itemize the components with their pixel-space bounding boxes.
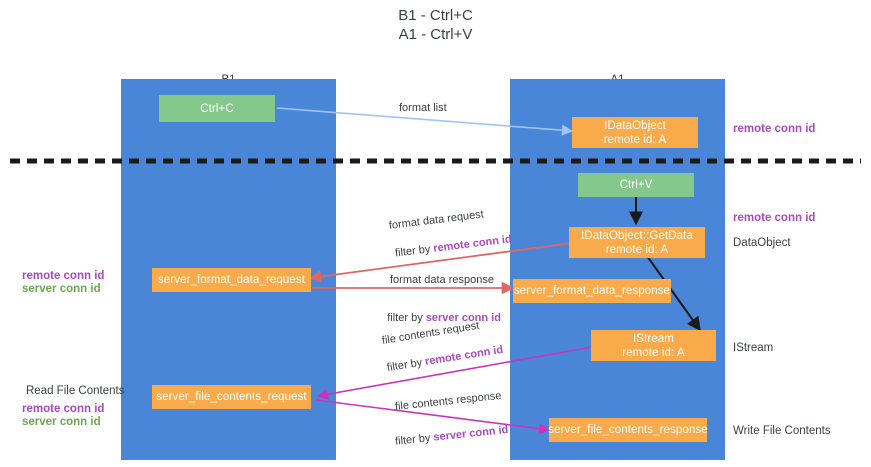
edge-label-format-data-response: format data response xyxy=(390,274,494,286)
filter-prefix: filter by xyxy=(386,356,427,375)
annotation-write-file-contents: Write File Contents xyxy=(733,425,831,437)
node-idataobject[interactable]: IDataObject remote id: A xyxy=(572,117,698,148)
filter-key-server-conn-id: server conn id xyxy=(432,423,509,444)
edge-label-format-data-response-filter: filter by server conn id xyxy=(375,297,501,339)
filter-key-remote-conn-id: remote conn id xyxy=(424,343,504,368)
node-ctrl-c[interactable]: Ctrl+C xyxy=(159,95,275,122)
filter-prefix: filter by xyxy=(394,242,435,260)
annotation-dataobject: DataObject xyxy=(733,237,791,249)
node-server-format-data-response[interactable]: server_format_data_response xyxy=(513,279,671,303)
node-ctrl-v[interactable]: Ctrl+V xyxy=(578,173,694,197)
annotation-remote-conn-id-mid: remote conn id xyxy=(733,212,816,224)
node-idataobject-getdata[interactable]: IDataObject::GetData remote id: A xyxy=(569,227,705,258)
node-server-format-data-request[interactable]: server_format_data_request xyxy=(152,268,311,292)
filter-prefix: filter by xyxy=(387,312,426,324)
annotation-read-file-contents: Read File Contents xyxy=(26,385,125,397)
edge-label-file-contents-response-filter: filter by server conn id xyxy=(381,409,511,464)
annotation-istream: IStream xyxy=(733,342,774,354)
edge-label-format-list: format list xyxy=(399,102,447,114)
page-title: B1 - Ctrl+C A1 - Ctrl+V xyxy=(398,7,473,43)
node-server-file-contents-request[interactable]: server_file_contents_request xyxy=(152,385,311,409)
annotation-left-remote-conn-id-2: remote conn id xyxy=(22,403,105,415)
filter-key-remote-conn-id: remote conn id xyxy=(432,233,513,255)
annotation-left-remote-conn-id: remote conn id xyxy=(22,270,105,282)
annotation-left-server-conn-id: server conn id xyxy=(22,283,101,295)
annotation-remote-conn-id-top: remote conn id xyxy=(733,123,816,135)
annotation-left-server-conn-id-2: server conn id xyxy=(22,416,101,428)
filter-prefix: filter by xyxy=(394,431,435,448)
filter-key-server-conn-id: server conn id xyxy=(425,312,501,324)
node-server-file-contents-response[interactable]: server_file_contents_response xyxy=(548,418,708,442)
node-istream[interactable]: IStream remote id: A xyxy=(591,330,716,361)
